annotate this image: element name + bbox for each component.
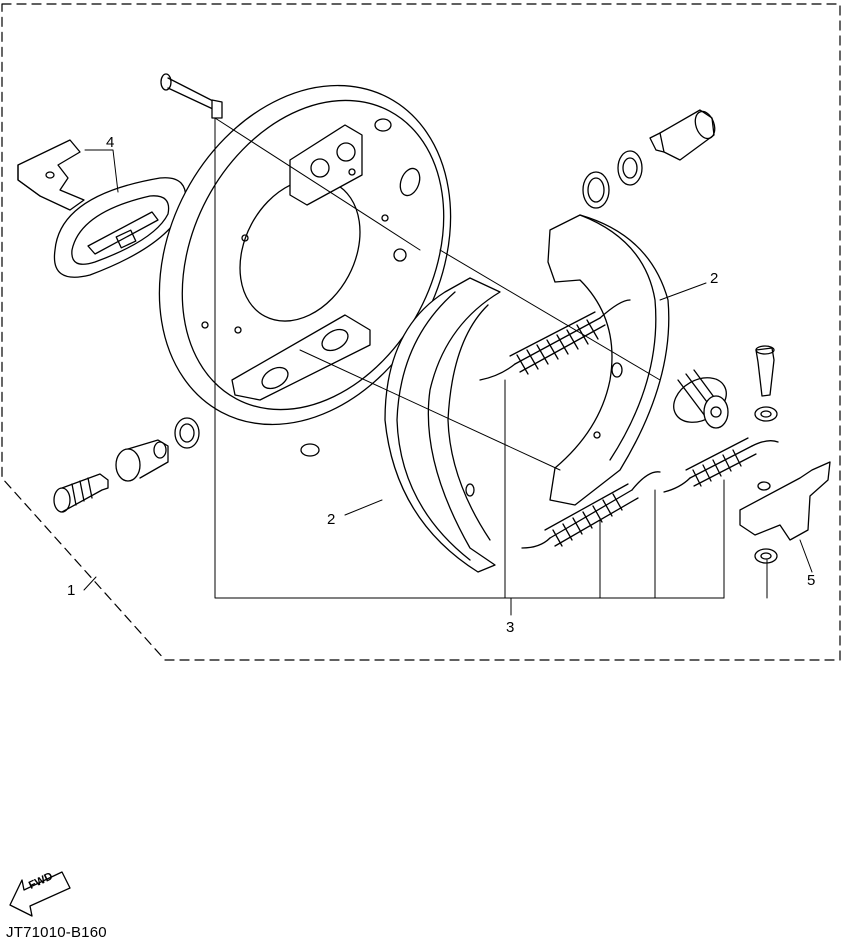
hold-down-pin: [160, 73, 223, 119]
brake-shoe-left: [384, 277, 501, 573]
pivot-pin-right: [755, 345, 775, 397]
seal-ring: [617, 150, 643, 186]
return-spring-upper: [479, 299, 631, 381]
drawing-code: JT71010-B160: [6, 924, 107, 941]
callout-3: 3: [506, 619, 515, 636]
callout-4: 4: [106, 134, 115, 151]
part-4-seal-plate: [17, 139, 187, 278]
washer-right-lower: [754, 548, 778, 564]
washer-left: [174, 417, 200, 449]
part-5-lever: [739, 461, 831, 541]
callout-1: 1: [67, 582, 76, 599]
callout-2-lower: 2: [327, 511, 336, 528]
adjuster-spring: [673, 369, 729, 429]
adjuster-bolt: [53, 473, 109, 513]
wheel-cylinder-piston: [649, 109, 716, 161]
adjuster-nut: [115, 439, 169, 482]
return-spring-lower: [521, 471, 661, 549]
assembly-boundary-dashed: [1, 3, 841, 661]
leader-lines: [83, 117, 813, 616]
brake-shoe-right: [547, 214, 670, 506]
brake-backing-plate: [158, 84, 452, 426]
dust-boot: [582, 171, 610, 209]
fwd-arrow-icon: [9, 871, 71, 917]
callout-2-upper: 2: [710, 270, 719, 287]
washer-right-upper: [754, 406, 778, 422]
return-spring-right: [663, 437, 779, 493]
small-clip: [300, 443, 320, 457]
callout-5: 5: [807, 572, 816, 589]
